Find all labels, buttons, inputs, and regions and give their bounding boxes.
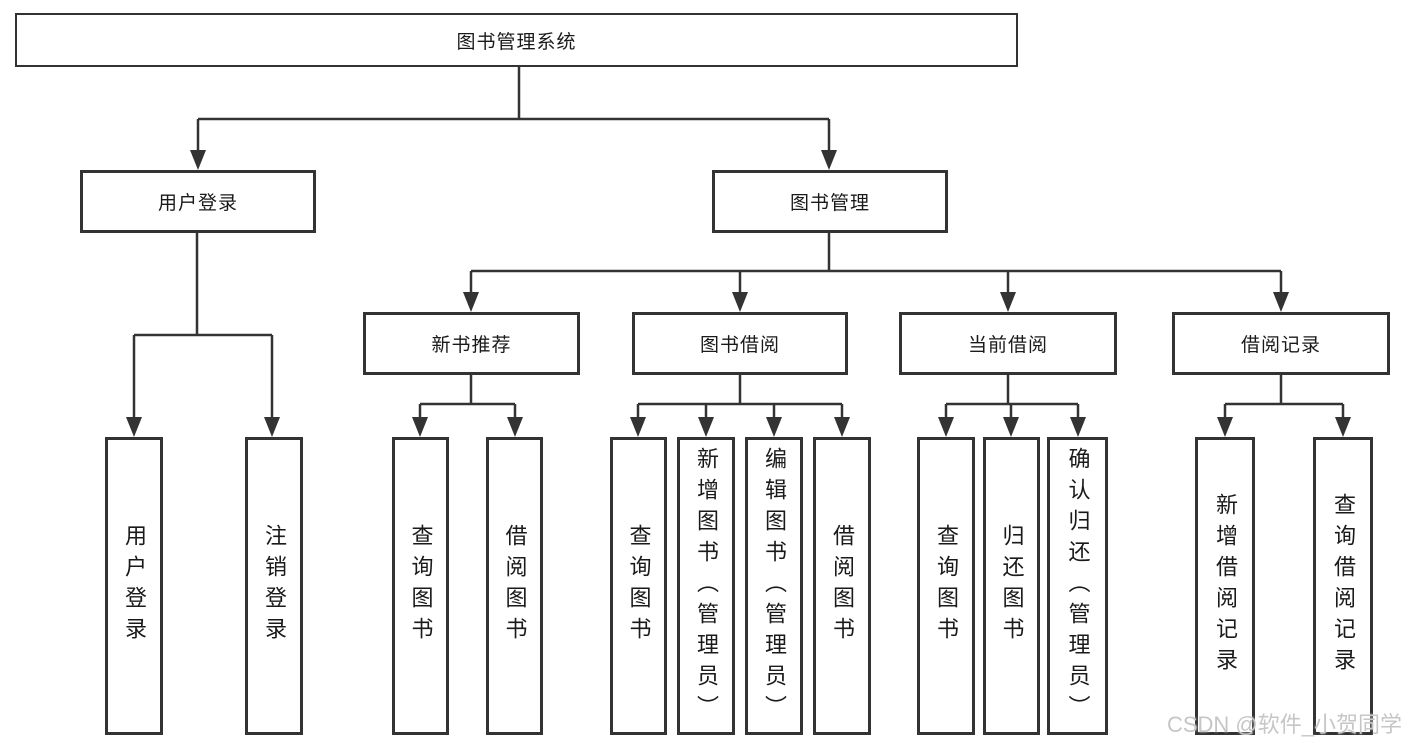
node-label: 当前借阅 — [967, 335, 1048, 356]
leaf-borrow-borrow-book: 借阅图书 — [813, 437, 871, 735]
node-user-login: 用户登录 — [80, 170, 316, 233]
connector-borrow-record-to-leaves — [1217, 374, 1351, 437]
leaf-recommend-borrow-book: 借阅图书 — [486, 437, 543, 735]
leaf-label: 注销登录 — [262, 524, 287, 648]
leaf-borrow-query-book: 查询图书 — [610, 437, 667, 735]
node-new-book-recommend: 新书推荐 — [363, 312, 580, 375]
leaf-current-return-book: 归还图书 — [983, 437, 1040, 735]
leaf-user-login: 用户登录 — [105, 437, 163, 735]
leaf-current-confirm-return-admin: 确认归还（管理员） — [1047, 437, 1108, 735]
node-label: 新书推荐 — [431, 335, 512, 356]
node-library-management-system: 图书管理系统 — [15, 13, 1018, 67]
leaf-label: 确认归还（管理员） — [1065, 446, 1091, 726]
connector-root-to-level2 — [190, 67, 837, 170]
node-label: 图书借阅 — [699, 335, 780, 356]
node-borrow-record: 借阅记录 — [1172, 312, 1390, 375]
leaf-label: 新增图书（管理员） — [694, 446, 719, 726]
leaf-label: 查询图书 — [626, 524, 652, 648]
leaf-label: 查询图书 — [934, 524, 959, 648]
node-label: 用户登录 — [157, 193, 238, 214]
leaf-label: 借阅图书 — [830, 524, 855, 648]
node-label: 借阅记录 — [1240, 335, 1321, 356]
leaf-current-query-book: 查询图书 — [917, 437, 975, 735]
connector-new-book-recommend-to-leaves — [412, 374, 523, 437]
leaf-label: 用户登录 — [122, 524, 147, 648]
node-book-borrow: 图书借阅 — [632, 312, 848, 375]
leaf-logout: 注销登录 — [245, 437, 303, 735]
leaf-recommend-query-book: 查询图书 — [392, 437, 449, 735]
leaf-borrow-edit-book-admin: 编辑图书（管理员） — [745, 437, 803, 735]
leaf-label: 查询借阅记录 — [1331, 493, 1356, 679]
connector-book-borrow-to-leaves — [630, 374, 850, 437]
node-current-borrow: 当前借阅 — [899, 312, 1117, 375]
leaf-label: 借阅图书 — [502, 524, 528, 648]
connector-user-login-to-leaves — [126, 232, 280, 437]
leaf-record-query-borrow-record: 查询借阅记录 — [1313, 437, 1373, 735]
node-label: 图书管理 — [789, 193, 870, 214]
connector-current-borrow-to-leaves — [938, 374, 1086, 437]
node-label: 图书管理系统 — [456, 31, 577, 53]
leaf-record-add-borrow-record: 新增借阅记录 — [1195, 437, 1255, 735]
connector-book-management-to-level3 — [463, 232, 1289, 312]
node-book-management: 图书管理 — [712, 170, 948, 233]
csdn-watermark: CSDN @软件_小贺同学 — [1166, 712, 1402, 737]
leaf-borrow-add-book-admin: 新增图书（管理员） — [677, 437, 735, 735]
leaf-label: 编辑图书（管理员） — [762, 446, 787, 726]
leaf-label: 查询图书 — [408, 524, 434, 648]
leaf-label: 新增借阅记录 — [1213, 493, 1238, 679]
leaf-label: 归还图书 — [999, 524, 1025, 648]
